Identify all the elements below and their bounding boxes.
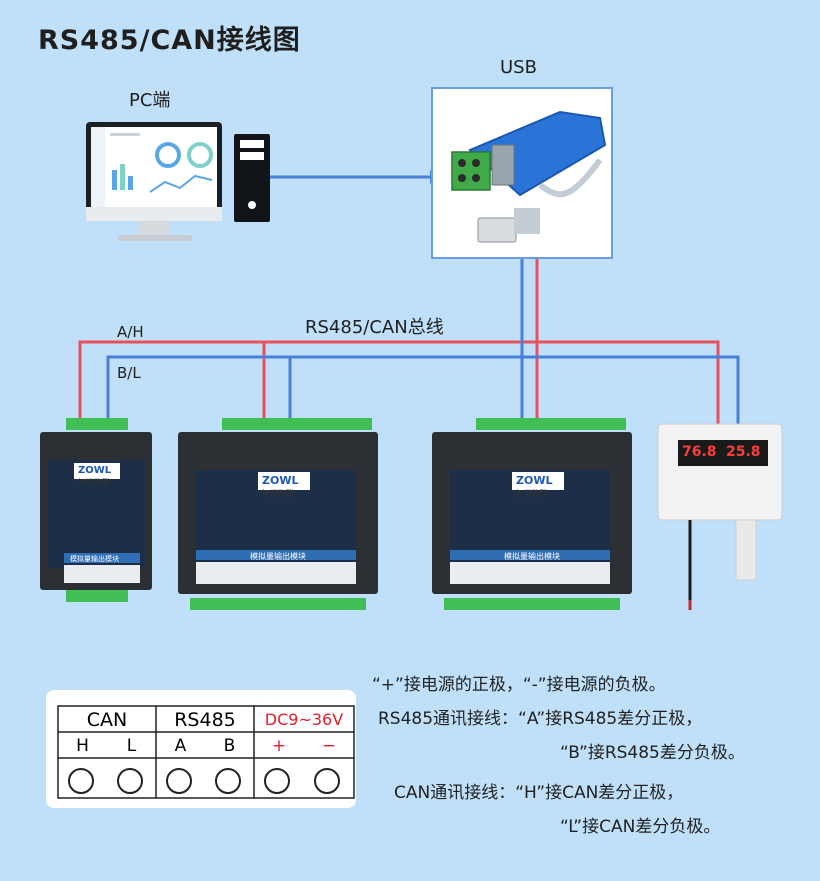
bus-wires <box>78 170 740 424</box>
wire-a-h <box>78 340 720 424</box>
device3-name: 模拟量输出模块 <box>504 552 560 561</box>
device-1 <box>40 418 152 602</box>
page-title: RS485/CAN接线图 <box>38 25 301 56</box>
table-pin-l: L <box>126 736 137 756</box>
usb-adapter <box>431 87 613 259</box>
table-pin-b: B <box>223 736 236 756</box>
device-3 <box>432 418 632 610</box>
table-pin-plus: + <box>271 736 287 756</box>
pc-icon <box>86 122 270 241</box>
table-group-rs485: RS485 <box>174 709 236 731</box>
wire-b-l <box>106 355 740 424</box>
device2-name: 模拟量输出模块 <box>250 552 306 561</box>
table-pin-minus: − <box>321 736 337 756</box>
device3-brand: ZOWL <box>516 474 553 487</box>
table-group-can: CAN <box>86 709 128 731</box>
note-rs485-b: “B”接RS485差分负极。 <box>560 743 745 763</box>
table-group-power: DC9~36V <box>264 710 344 729</box>
sensor-value-1: 76.8 <box>682 444 717 460</box>
bl-label: B/L <box>117 364 141 382</box>
device-2 <box>178 418 378 610</box>
device1-name: 模拟量输出模块 <box>70 555 119 563</box>
note-power: “+”接电源的正极，“-”接电源的负极。 <box>372 675 666 695</box>
table-pin-h: H <box>76 736 89 756</box>
wiring-notes: “+”接电源的正极，“-”接电源的负极。 RS485通讯接线：“A”接RS485… <box>372 668 745 844</box>
note-can-l: “L”接CAN差分负极。 <box>560 817 721 837</box>
note-rs485-a: RS485通讯接线：“A”接RS485差分正极， <box>378 709 703 729</box>
ah-label: A/H <box>117 323 144 341</box>
device2-brand-cn: 智嵌物联 <box>262 489 294 498</box>
device1-brand: ZOWL <box>78 465 112 476</box>
device3-brand-cn: 智嵌物联 <box>516 489 548 498</box>
table-pin-a: A <box>174 736 187 756</box>
device1-brand-cn: 智嵌物联 <box>78 478 110 487</box>
terminal-screws <box>68 764 364 794</box>
pc-label: PC端 <box>129 90 171 111</box>
device2-brand: ZOWL <box>262 474 299 487</box>
temperature-humidity-sensor <box>657 423 783 610</box>
sensor-value-2: 25.8 <box>726 444 761 460</box>
bus-label: RS485/CAN总线 <box>305 317 444 338</box>
usb-label: USB <box>500 57 537 78</box>
note-can-h: CAN通讯接线：“H”接CAN差分正极， <box>394 783 684 803</box>
